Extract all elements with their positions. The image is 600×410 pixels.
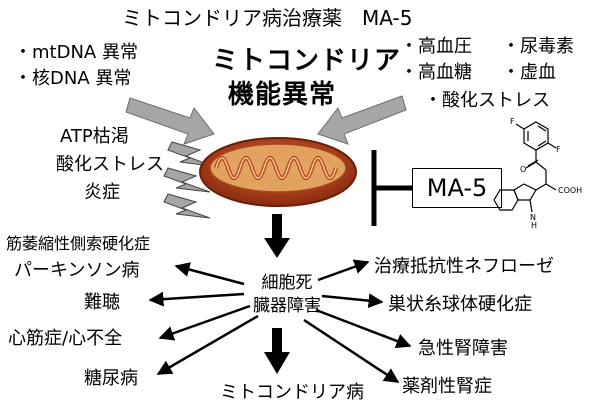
disease-nephrosis: 治療抵抗性ネフローゼ (374, 256, 554, 277)
disease-fsgs: 巣状糸球体硬化症 (388, 294, 532, 315)
cell-death-label: 細胞死 臓器障害 (250, 272, 324, 318)
cause-nuclear-dna: ・核DNA 異常 (14, 68, 132, 89)
disease-parkinson: パーキンソン病 (14, 260, 140, 281)
cause-hyperglycemia: ・高血糖 (400, 62, 472, 83)
gray-arrow-left (125, 97, 215, 145)
down-arrow-to-cell-death (264, 214, 290, 258)
ma5-molecule-icon (493, 121, 557, 213)
down-arrow-to-mito-disease (264, 328, 290, 374)
cause-uremic-toxin: ・尿毒素 (502, 36, 574, 57)
cause-ischemia: ・虚血 (502, 62, 556, 83)
disease-als: 筋萎縮性側索硬化症 (6, 234, 151, 253)
disease-cardiomyopathy: 心筋症/心不全 (8, 328, 123, 349)
lightning-bolt-icon (163, 141, 213, 219)
disease-drug-nephropathy: 薬剤性腎症 (402, 376, 492, 397)
atom-label: O (520, 165, 526, 174)
cell-death-line1: 細胞死 (261, 273, 313, 293)
atom-label: COOH (558, 186, 582, 195)
bottom-label-mito-disease: ミトコンドリア病 (220, 382, 364, 403)
center-label-dysfunction: 機能異常 (228, 80, 337, 110)
atom-label: H (531, 221, 537, 230)
inhibition-bar (371, 150, 412, 226)
atom-label: N (530, 213, 536, 222)
disease-arrows (148, 259, 412, 384)
gray-arrow-right (317, 95, 407, 145)
effect-atp-depletion: ATP枯渇 (60, 126, 129, 147)
disease-hearing-loss: 難聴 (84, 292, 120, 313)
cell-death-line2: 臓器障害 (253, 295, 321, 316)
ma5-molecule-labels: F F O COOH N H (510, 117, 582, 230)
mitochondrion-icon (199, 137, 357, 207)
disease-aki: 急性腎障害 (418, 338, 508, 359)
cause-hypertension: ・高血圧 (400, 36, 472, 57)
ma5-inhibitor-box: MA-5 (412, 168, 502, 208)
disease-diabetes: 糖尿病 (84, 368, 138, 389)
cause-mtdna: ・mtDNA 異常 (14, 42, 138, 63)
cause-oxidative-stress: ・酸化ストレス (424, 90, 550, 111)
page-title: ミトコンドリア病治療薬 MA-5 (122, 6, 413, 30)
atom-label: F (510, 117, 515, 126)
ma5-label: MA-5 (426, 174, 488, 202)
effect-oxidative-stress: 酸化ストレス (56, 154, 164, 175)
center-label-mitochondria: ミトコンドリア (212, 46, 402, 76)
effect-inflammation: 炎症 (84, 182, 120, 203)
atom-label: F (556, 145, 561, 154)
